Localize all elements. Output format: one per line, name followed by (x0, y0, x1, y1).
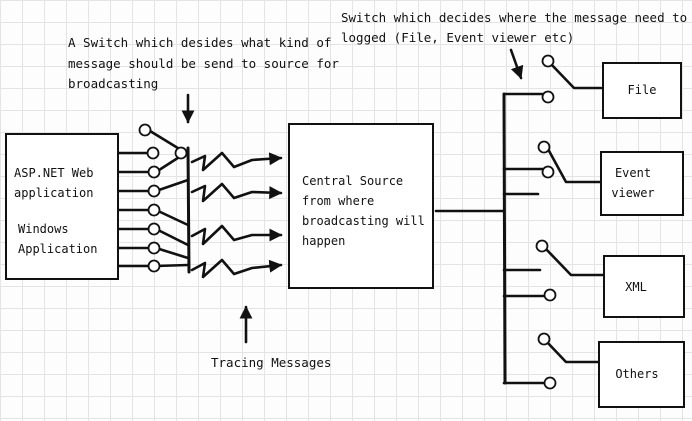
central-label-line4: happen (302, 234, 346, 248)
tracing-messages-label: Tracing Messages (211, 355, 332, 370)
central-label-line1: Central Source (302, 174, 404, 188)
central-label-line2: from where (302, 194, 375, 208)
event-viewer-target-box: Event viewer (600, 151, 684, 216)
switch-dest-annotation-line2: logged (File, Event viewer etc) (341, 30, 575, 45)
central-source-box: Central Source from where broadcasting w… (288, 123, 434, 289)
xml-label: XML (625, 280, 647, 294)
app-label-line1: ASP.NET Web (14, 166, 94, 180)
file-label: File (627, 83, 657, 97)
xml-target-box: XML (603, 255, 685, 318)
others-target-box: Others (598, 341, 685, 408)
input-switch-levers (148, 129, 190, 268)
file-target-box: File (602, 62, 682, 119)
event-viewer-label-line2: viewer (611, 186, 655, 200)
output-switch-levers (543, 61, 605, 364)
output-annotation-arrow (509, 48, 524, 80)
app-label-line3: Windows (18, 222, 69, 236)
output-branches (502, 92, 548, 385)
input-wires (117, 151, 152, 268)
app-label-line2: application (14, 186, 94, 200)
switch-type-annotation-line3: broadcasting (68, 76, 159, 91)
switch-contacts (138, 54, 557, 390)
input-switch-bus (186, 146, 191, 274)
event-viewer-label-line1: Event (614, 166, 652, 180)
central-label-line3: broadcasting will (302, 214, 425, 228)
switch-dest-annotation-line1: Switch which decides where the message n… (341, 10, 692, 25)
tracing-arrows (190, 151, 283, 279)
application-box: ASP.NET Web application Windows Applicat… (5, 133, 119, 280)
switch-type-annotation-line1: A Switch which desides what kind of (68, 35, 332, 50)
output-bus (502, 92, 507, 385)
app-label-line4: Application (18, 242, 98, 256)
others-label: Others (615, 367, 659, 381)
switch-type-annotation-line2: message should be send to source for (68, 56, 339, 71)
